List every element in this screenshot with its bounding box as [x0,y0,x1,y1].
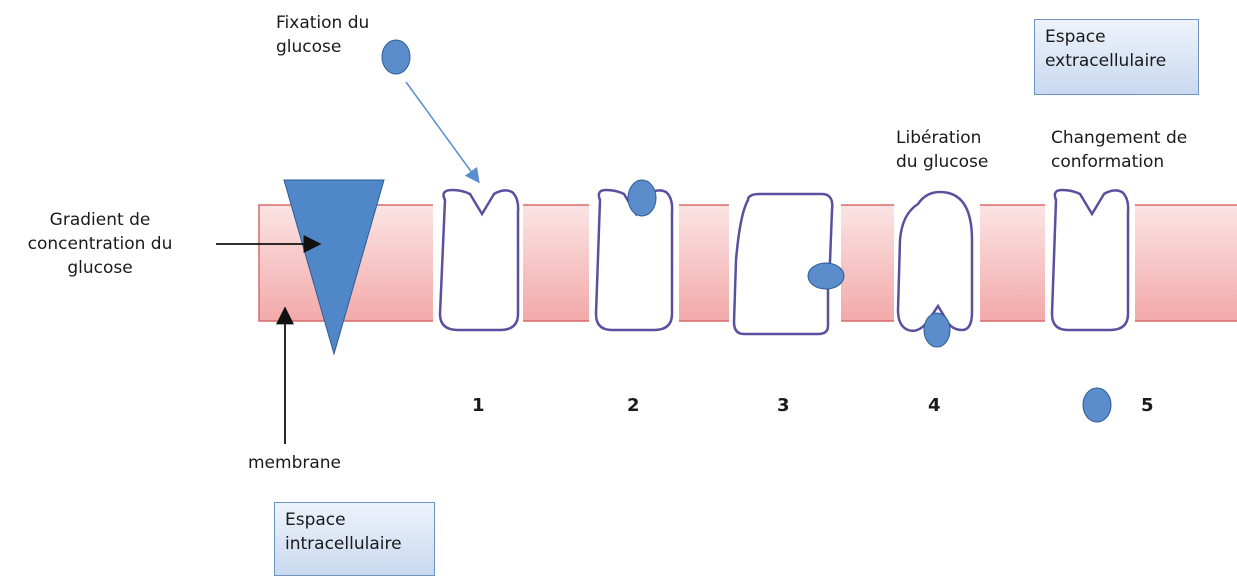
transporter-1-bg [433,184,523,340]
gradient-line3: glucose [67,258,133,278]
intracellular-line1: Espace [285,510,346,530]
extracellular-space-box: Espace extracellulaire [1034,19,1199,95]
step-number-3: 3 [777,395,790,416]
step-number-2: 2 [627,395,640,416]
gradient-line2: concentration du [27,234,173,254]
gradient-label: Gradient de concentration du glucose [0,208,200,280]
conformation-label: Changement de conformation [1051,126,1187,174]
membrane-label: membrane [248,453,342,473]
fixation-arrow [405,81,480,184]
glucose-free-step5 [1082,387,1112,423]
extracellular-line1: Espace [1045,27,1106,47]
intracellular-space-box: Espace intracellulaire [274,502,435,576]
extracellular-line2: extracellulaire [1045,51,1167,71]
conformation-line2: conformation [1051,152,1165,172]
gradient-triangle [283,179,385,356]
transporter-4 [896,190,974,332]
gradient-line1: Gradient de [49,210,151,230]
glucose-4 [923,312,951,348]
glucose-3 [807,262,845,290]
liberation-label: Libération du glucose [896,126,988,174]
glucose-free-top [381,39,411,75]
step-number-4: 4 [928,395,941,416]
transporter-5 [1050,188,1130,332]
step-number-5: 5 [1141,395,1154,416]
liberation-line2: du glucose [896,152,989,172]
conformation-line1: Changement de [1051,128,1188,148]
liberation-line1: Libération [896,128,982,148]
step-number-1: 1 [472,395,485,416]
transporter-2 [594,188,674,332]
fixation-label-line2: glucose [276,37,342,57]
fixation-label: Fixation du glucose [276,11,369,59]
transporter-5-bg [1045,184,1135,340]
intracellular-line2: intracellulaire [285,534,402,554]
glucose-2 [627,179,657,217]
transporter-1 [438,188,520,332]
fixation-label-line1: Fixation du [276,13,370,33]
